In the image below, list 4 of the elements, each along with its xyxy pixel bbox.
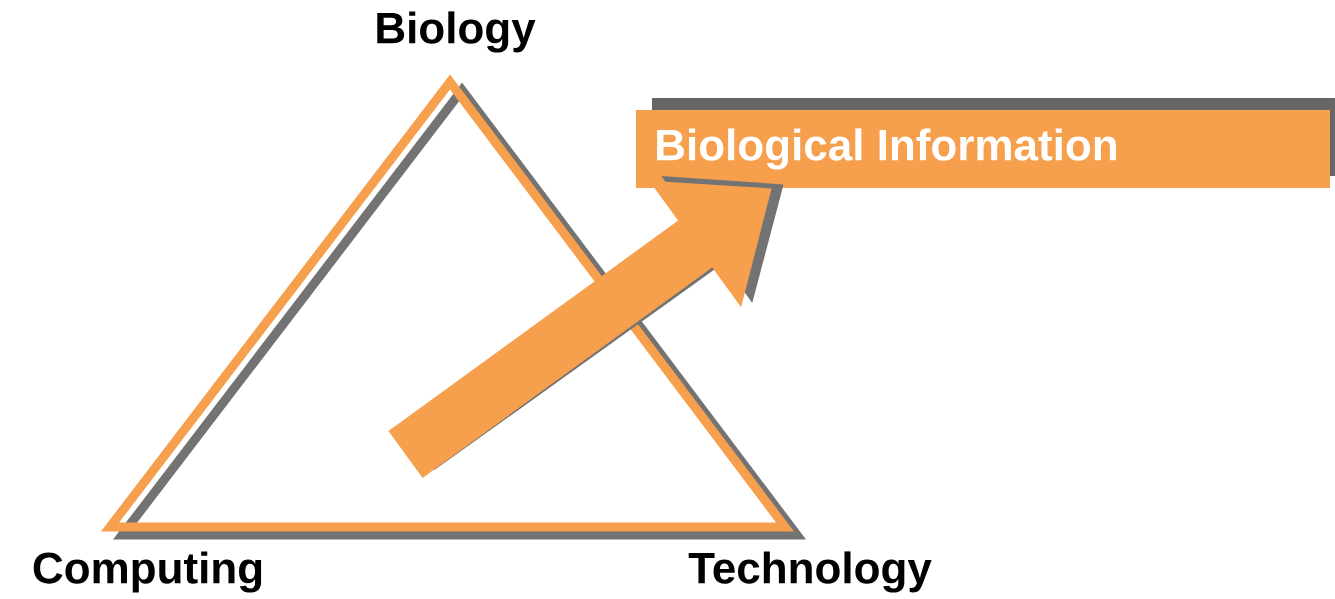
title-banner: Biological Information <box>636 98 1335 188</box>
vertex-label: Technology <box>688 551 932 593</box>
vertex-label: Biology <box>377 11 536 53</box>
vertex-label: Computing <box>33 551 262 593</box>
